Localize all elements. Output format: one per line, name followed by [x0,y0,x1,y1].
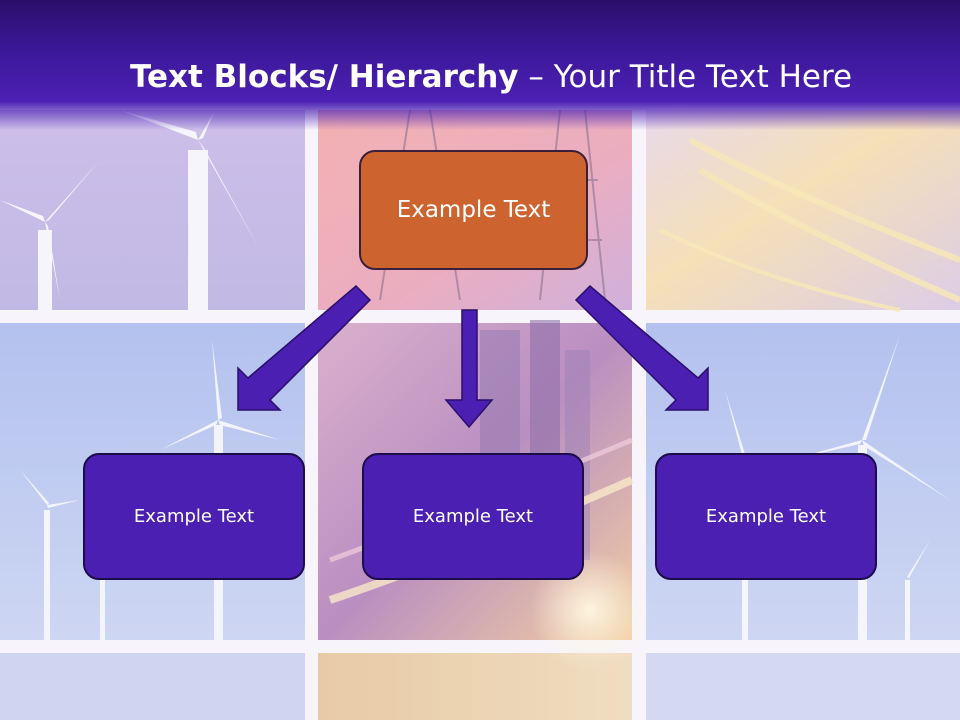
title-bar [0,0,960,130]
child-box-right[interactable]: Example Text [655,453,877,580]
child-box-label: Example Text [133,506,255,527]
child-box-label: Example Text [412,506,534,527]
child-box-center[interactable]: Example Text [362,453,584,580]
slide-title: Text Blocks/ Hierarchy – Your Title Text… [130,52,930,102]
title-bold: Text Blocks/ Hierarchy [130,59,519,95]
child-box-label: Example Text [705,506,827,527]
arrow-left [237,284,372,411]
title-rest: – Your Title Text Here [518,59,853,95]
arrow-center [444,309,494,429]
root-box-label: Example Text [396,197,551,223]
child-box-left[interactable]: Example Text [83,453,305,580]
light-trail-icon [659,137,960,312]
root-box[interactable]: Example Text [359,150,588,270]
arrow-right [574,284,709,411]
